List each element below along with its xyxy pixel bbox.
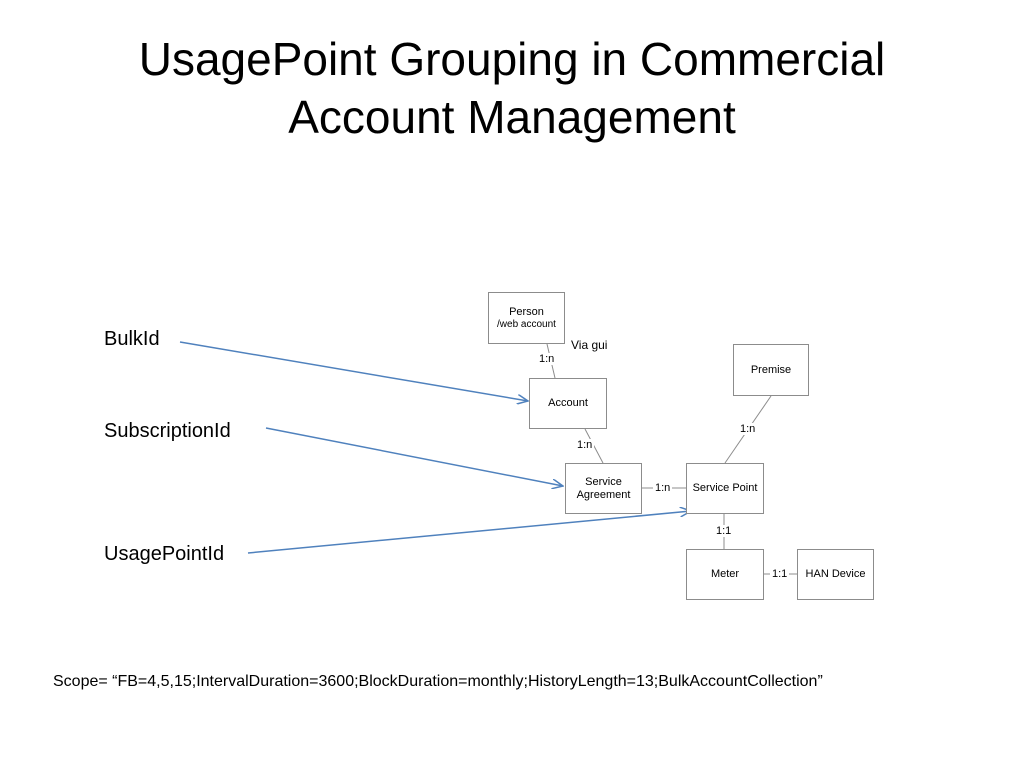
meter-han-cardinality: 1:1 [770, 568, 790, 580]
service-point-meter-cardinality: 1:1 [714, 525, 734, 537]
han-device-box-label: HAN Device [805, 568, 866, 580]
via-gui-note: Via gui [571, 338, 608, 352]
person-box: Person /web account [488, 292, 565, 344]
account-box-label: Account [548, 397, 588, 409]
account-box: Account [529, 378, 607, 429]
person-box-sublabel: /web account [497, 318, 556, 330]
account-agreement-cardinality: 1:n [575, 439, 595, 451]
slide-title-line-1: UsagePoint Grouping in Commercial [138, 33, 886, 85]
usage-point-id-label: UsagePointId [104, 543, 225, 565]
premise-box-label: Premise [750, 363, 792, 376]
subscription-id-label: SubscriptionId [104, 420, 231, 442]
han-device-box: HAN Device [797, 549, 874, 600]
scope-text: Scope= “FB=4,5,15;IntervalDuration=3600;… [53, 673, 823, 690]
usage-point-id-arrow [247, 511, 691, 554]
person-account-cardinality: 1:n [537, 353, 557, 365]
agreement-service-point-cardinality: 1:n [653, 482, 673, 494]
slide-title-line-2: Account Management [288, 91, 736, 143]
meter-box: Meter [686, 549, 764, 600]
premise-box: Premise [733, 344, 809, 396]
service-agreement-box: Service Agreement [565, 463, 642, 514]
slide-title: UsagePoint Grouping in Commercial Accoun… [0, 30, 1024, 146]
subscription-id-arrow [265, 427, 563, 486]
bulk-id-label: BulkId [104, 328, 160, 350]
service-point-box-label: Service Point [692, 482, 758, 494]
service-point-box: Service Point [686, 463, 764, 514]
premise-service-point-cardinality: 1:n [738, 423, 758, 435]
person-box-label: Person [509, 305, 544, 318]
bulk-id-arrow [179, 341, 528, 401]
service-agreement-box-label-line-2: Agreement [576, 488, 631, 501]
service-agreement-box-label-line-1: Service [585, 475, 622, 488]
meter-box-label: Meter [710, 568, 740, 580]
